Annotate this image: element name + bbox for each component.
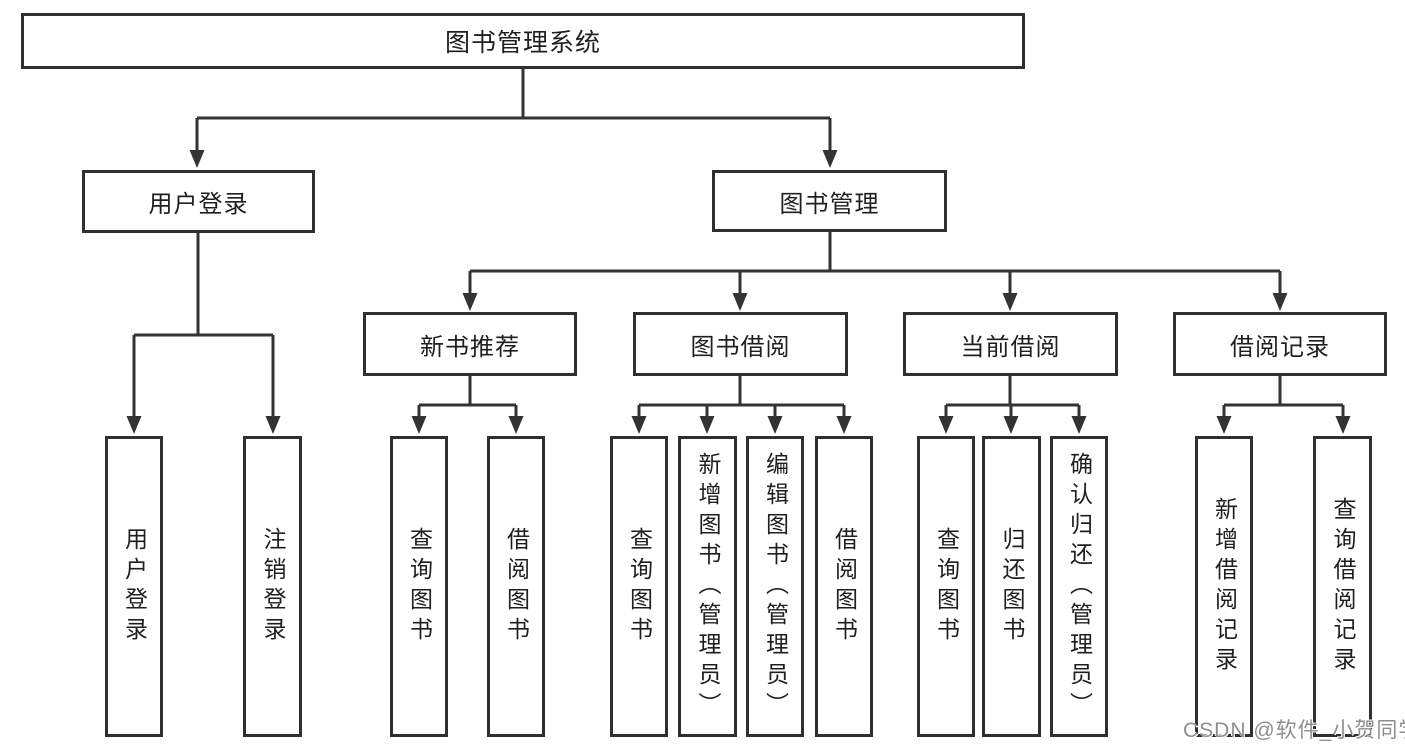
leaf-add-book-admin: 新增图书（管理员） bbox=[678, 436, 737, 737]
leaf-recommend-borrow-book-label: 借阅图书 bbox=[503, 526, 530, 647]
leaf-add-book-admin-label: 新增图书（管理员） bbox=[695, 451, 721, 722]
node-borrow-records: 借阅记录 bbox=[1173, 312, 1387, 376]
leaf-borrow-book: 借阅图书 bbox=[815, 436, 873, 737]
arrowhead-icons bbox=[126, 150, 1351, 434]
leaf-edit-book-admin: 编辑图书（管理员） bbox=[746, 436, 804, 737]
leaf-recommend-query-book: 查询图书 bbox=[390, 436, 448, 737]
leaf-add-borrow-record-label: 新增借阅记录 bbox=[1211, 496, 1238, 677]
csdn-watermark: CSDN @软件_小贺同学 bbox=[1183, 719, 1405, 742]
leaf-borrow-book-label: 借阅图书 bbox=[831, 526, 858, 647]
leaf-current-query-book: 查询图书 bbox=[917, 436, 975, 737]
node-root-system: 图书管理系统 bbox=[21, 13, 1025, 69]
leaf-edit-book-admin-label: 编辑图书（管理员） bbox=[762, 451, 789, 722]
leaf-borrow-query-book-label: 查询图书 bbox=[626, 526, 653, 647]
node-book-borrow: 图书借阅 bbox=[633, 312, 848, 376]
leaf-logout: 注销登录 bbox=[243, 436, 302, 737]
node-user-login: 用户登录 bbox=[82, 170, 315, 233]
leaf-user-login: 用户登录 bbox=[105, 436, 163, 737]
leaf-current-query-book-label: 查询图书 bbox=[933, 526, 960, 647]
node-book-management-label: 图书管理 bbox=[779, 190, 880, 218]
leaf-query-borrow-record: 查询借阅记录 bbox=[1313, 436, 1372, 737]
leaf-return-book: 归还图书 bbox=[982, 436, 1041, 737]
leaf-confirm-return-admin-label: 确认归还（管理员） bbox=[1066, 451, 1093, 722]
leaf-return-book-label: 归还图书 bbox=[999, 526, 1025, 647]
leaf-recommend-query-book-label: 查询图书 bbox=[406, 526, 433, 647]
node-book-borrow-label: 图书借阅 bbox=[690, 333, 791, 361]
node-new-book-recommend: 新书推荐 bbox=[363, 312, 577, 376]
leaf-confirm-return-admin: 确认归还（管理员） bbox=[1050, 436, 1108, 737]
node-borrow-records-label: 借阅记录 bbox=[1230, 333, 1330, 361]
node-user-login-label: 用户登录 bbox=[148, 191, 249, 218]
node-new-book-recommend-label: 新书推荐 bbox=[420, 333, 520, 361]
node-book-management: 图书管理 bbox=[712, 170, 947, 232]
leaf-add-borrow-record: 新增借阅记录 bbox=[1195, 436, 1253, 737]
leaf-borrow-query-book: 查询图书 bbox=[610, 436, 668, 737]
connector-edges bbox=[132, 69, 1345, 417]
leaf-user-login-label: 用户登录 bbox=[121, 526, 148, 647]
leaf-recommend-borrow-book: 借阅图书 bbox=[487, 436, 545, 737]
leaf-query-borrow-record-label: 查询借阅记录 bbox=[1330, 496, 1356, 677]
node-root-label: 图书管理系统 bbox=[444, 29, 601, 57]
node-current-borrow-label: 当前借阅 bbox=[960, 333, 1061, 361]
leaf-logout-label: 注销登录 bbox=[260, 526, 286, 647]
node-current-borrow: 当前借阅 bbox=[903, 312, 1118, 376]
